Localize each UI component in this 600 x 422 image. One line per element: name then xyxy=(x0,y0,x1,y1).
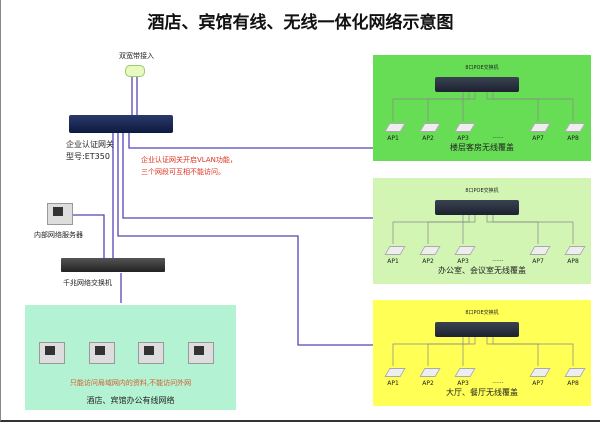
poe-switch xyxy=(435,77,519,92)
wireless-zone-box: 8口POE交换机 AP1 AP2 AP3 ······ AP7 AP8 大厅、餐厅无线覆盖 xyxy=(373,300,591,406)
link-to-office xyxy=(122,133,373,219)
cloud-icon xyxy=(125,65,145,77)
vlan-note-line: 三个网段可互相不能访问。 xyxy=(141,168,225,176)
ap-label: AP1 xyxy=(387,135,399,142)
wireless-zone-box: 8口POE交换机 AP1 AP2 AP3 ······ AP7 AP8 楼层客房无线覆盖 xyxy=(373,55,591,161)
poe-switch-label: 8口POE交换机 xyxy=(465,65,499,71)
ap-label: AP8 xyxy=(567,258,579,265)
wired-caption: 酒店、宾馆办公有线网络 xyxy=(86,396,175,405)
ap-label: AP8 xyxy=(567,135,579,142)
wan-link xyxy=(131,75,138,118)
broadband-label: 双宽带接入 xyxy=(119,52,154,60)
pc-icon xyxy=(188,342,214,364)
wireless-caption: 大厅、餐厅无线覆盖 xyxy=(446,388,518,397)
poe-switch-label: 8口POE交换机 xyxy=(465,188,499,194)
pc-icon xyxy=(39,342,65,364)
wireless-caption: 办公室、会议室无线覆盖 xyxy=(438,266,526,275)
ap-label: AP7 xyxy=(532,258,544,265)
ap-label: AP1 xyxy=(387,380,399,387)
link-server xyxy=(73,214,105,262)
gateway-name: 企业认证网关 xyxy=(66,140,114,149)
ap-label: AP2 xyxy=(422,380,434,387)
pc-icon xyxy=(89,342,115,364)
ap-label: AP3 xyxy=(457,380,469,387)
pc-icon xyxy=(138,342,164,364)
poe-switch xyxy=(435,200,519,215)
gateway-device xyxy=(69,115,173,133)
vlan-note: 企业认证网关开启VLAN功能， 三个网段可互相不能访问。 xyxy=(141,154,237,178)
ap-label: AP7 xyxy=(532,380,544,387)
ap-label: ······ xyxy=(492,135,504,142)
wireless-caption: 楼层客房无线覆盖 xyxy=(450,143,514,152)
vlan-note-line: 企业认证网关开启VLAN功能， xyxy=(141,156,237,164)
server-label: 内部网络服务器 xyxy=(34,231,83,239)
ap-label: AP7 xyxy=(532,135,544,142)
link-to-lobby xyxy=(117,133,373,346)
link-to-floor-rooms xyxy=(128,133,373,149)
diagram-title: 酒店、宾馆有线、无线一体化网络示意图 xyxy=(147,13,454,33)
ap-label: AP3 xyxy=(457,258,469,265)
wired-network-box: 只能访问局域网内的资料,不能访问外网 酒店、宾馆办公有线网络 xyxy=(25,305,236,410)
server-icon xyxy=(47,203,73,225)
gateway-model: 型号:ET350 xyxy=(66,152,110,161)
switch-label: 千兆网络交换机 xyxy=(63,279,112,287)
ap-label: AP2 xyxy=(422,258,434,265)
ap-links xyxy=(392,337,574,366)
ap-links xyxy=(392,92,574,121)
ap-label: ······ xyxy=(492,258,504,265)
gigabit-switch xyxy=(61,258,165,272)
ap-links xyxy=(392,215,574,244)
ap-label: ······ xyxy=(492,380,504,387)
poe-switch-label: 8口POE交换机 xyxy=(465,310,499,316)
poe-switch xyxy=(435,322,519,337)
wireless-zone-box: 8口POE交换机 AP1 AP2 AP3 ······ AP7 AP8 办公室、会议室无线覆… xyxy=(373,178,591,284)
ap-label: AP2 xyxy=(422,135,434,142)
wired-note: 只能访问局域网内的资料,不能访问外网 xyxy=(69,379,192,387)
ap-label: AP8 xyxy=(567,380,579,387)
ap-label: AP1 xyxy=(387,258,399,265)
ap-label: AP3 xyxy=(457,135,469,142)
